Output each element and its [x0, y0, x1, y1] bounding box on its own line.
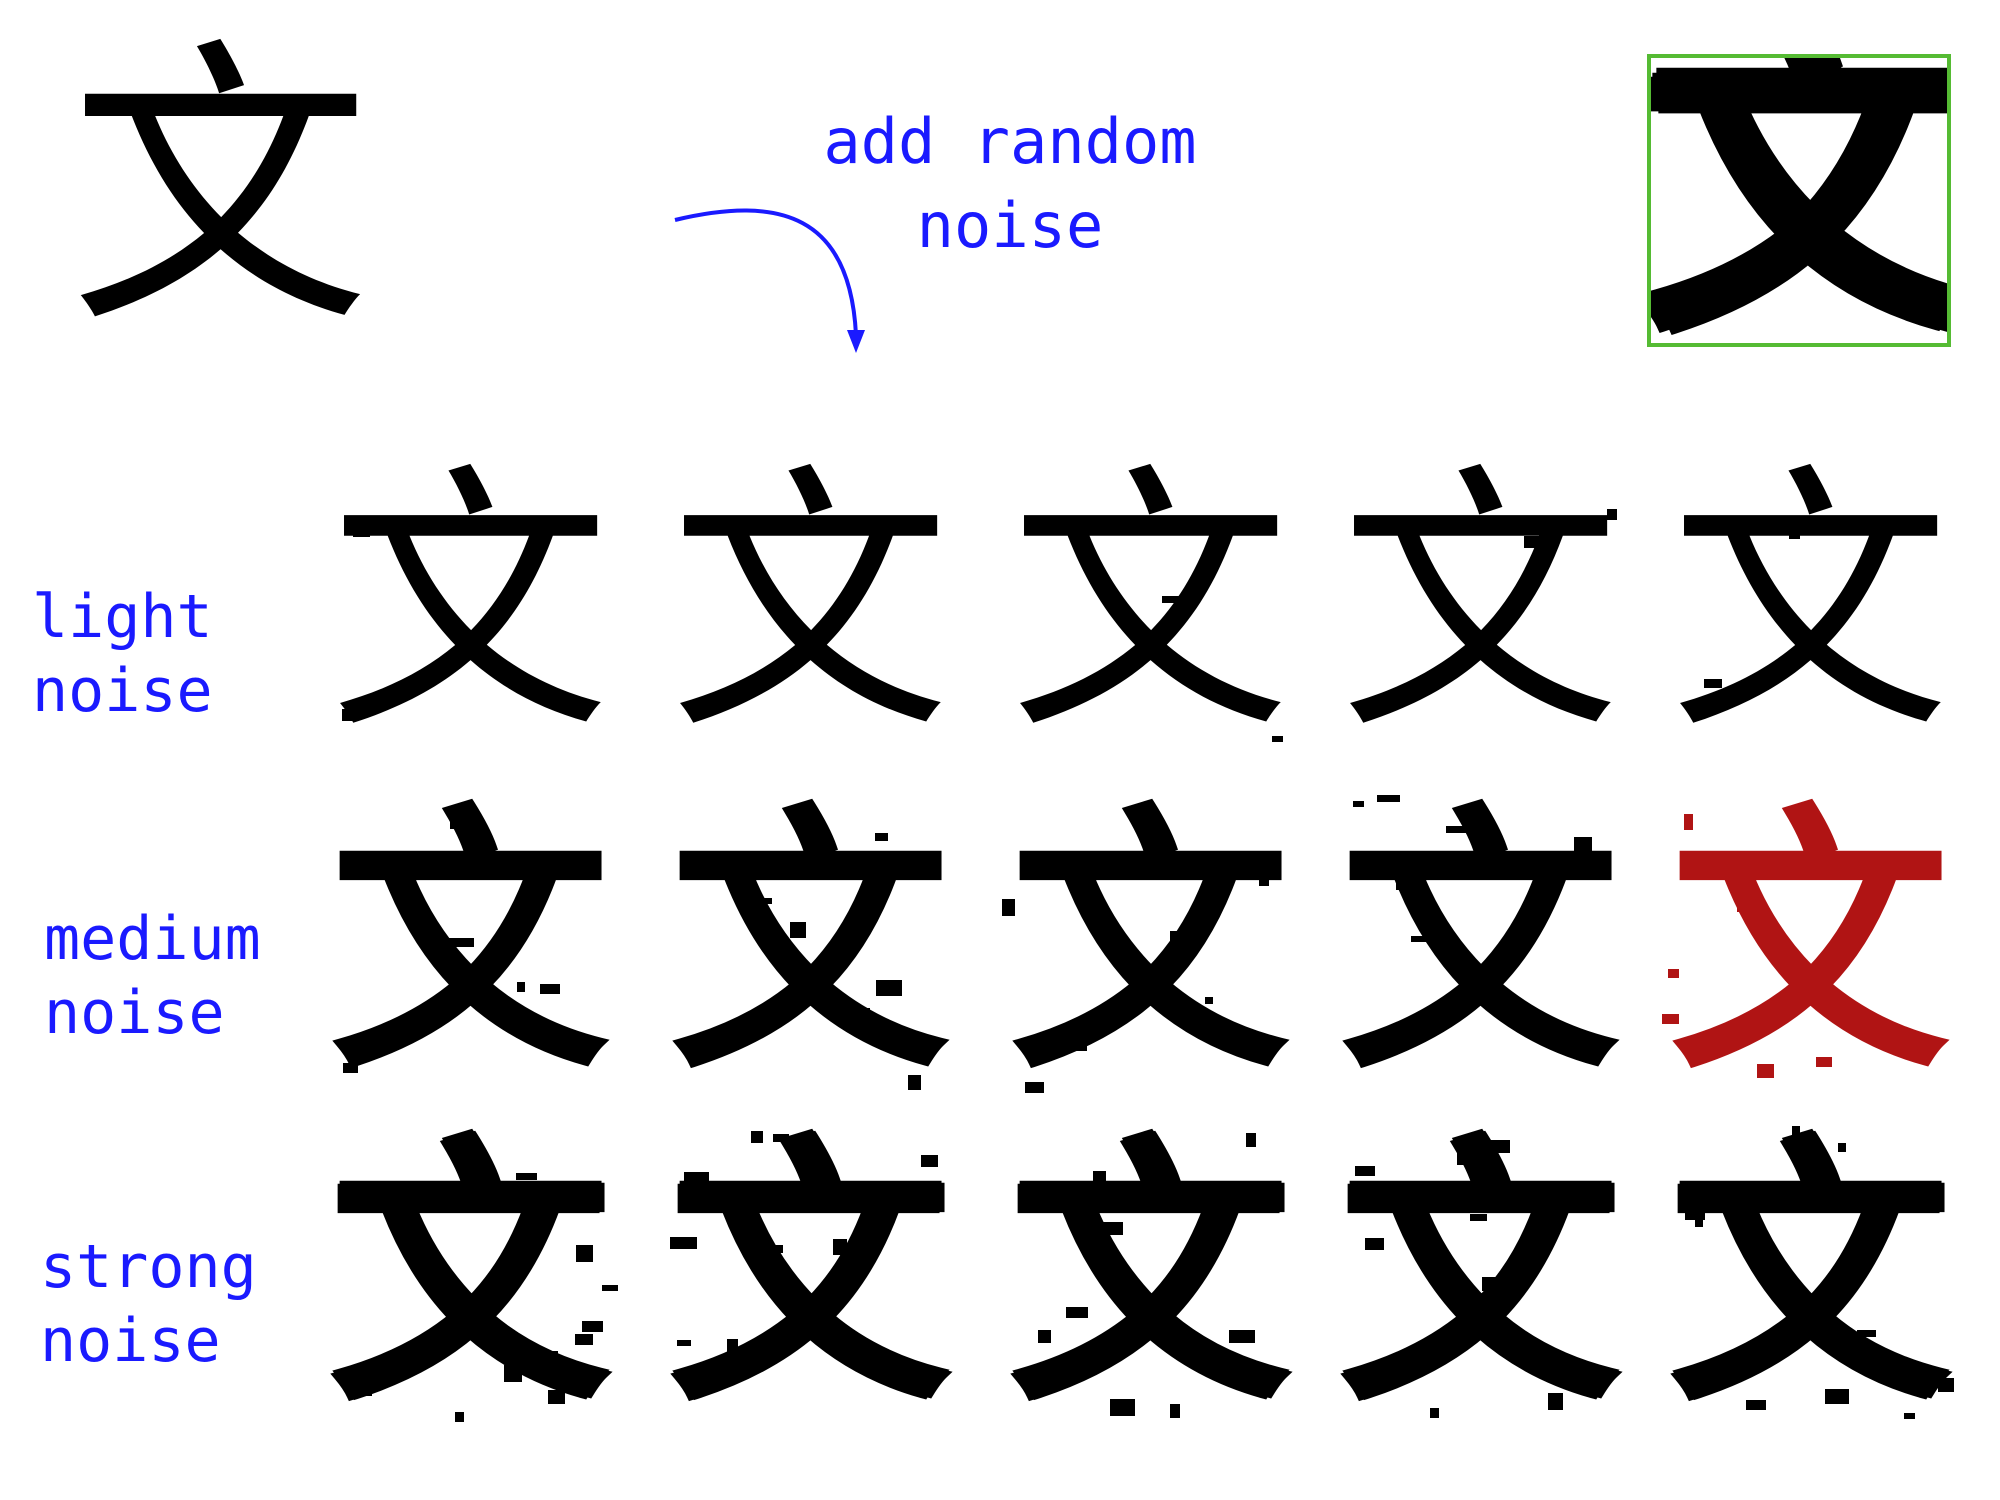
- row-label-line-1: light: [32, 582, 213, 652]
- row-label-strong: strong noise: [40, 1230, 257, 1378]
- row-label-medium: medium noise: [44, 902, 261, 1050]
- arrow-curve: [674, 208, 858, 336]
- row-label-line-2: noise: [44, 978, 225, 1048]
- noisy-glyph-sample: 文: [330, 1112, 610, 1438]
- noisy-glyph-sample: 文: [1340, 782, 1620, 1108]
- row-label-line-2: noise: [40, 1306, 221, 1376]
- noisy-glyph-sample: 文: [1340, 1112, 1620, 1438]
- noisy-glyph-sample: 文: [1010, 782, 1290, 1108]
- annotation-line-1: add random: [823, 105, 1197, 178]
- noisy-glyph-sample: 文: [1670, 1112, 1950, 1438]
- row-label-line-1: strong: [40, 1232, 257, 1302]
- noisy-glyph-sample: 文: [670, 782, 950, 1108]
- zoom-inset: 文: [1647, 54, 1951, 347]
- noisy-glyph-sample: 文: [670, 1112, 950, 1438]
- noisy-glyph-sample: 文: [330, 782, 610, 1108]
- curved-arrow-icon: [674, 208, 865, 353]
- original-glyph: 文: [70, 15, 370, 364]
- noisy-glyph-sample: 文: [1340, 442, 1620, 768]
- noisy-glyph-sample: 文: [1010, 442, 1290, 768]
- zoom-glyph: 文: [1647, 54, 1951, 347]
- noisy-glyph-sample: 文: [1670, 782, 1950, 1108]
- row-label-light: light noise: [32, 580, 213, 728]
- row-label-line-2: noise: [32, 656, 213, 726]
- annotation-text: add random noise: [790, 100, 1230, 268]
- annotation-line-2: noise: [916, 189, 1104, 262]
- noisy-glyph-sample: 文: [1670, 442, 1950, 768]
- noisy-glyph-sample: 文: [330, 442, 610, 768]
- row-label-line-1: medium: [44, 904, 261, 974]
- noisy-glyph-sample: 文: [670, 442, 950, 768]
- noisy-glyph-sample: 文: [1010, 1112, 1290, 1438]
- arrow-head: [847, 330, 865, 353]
